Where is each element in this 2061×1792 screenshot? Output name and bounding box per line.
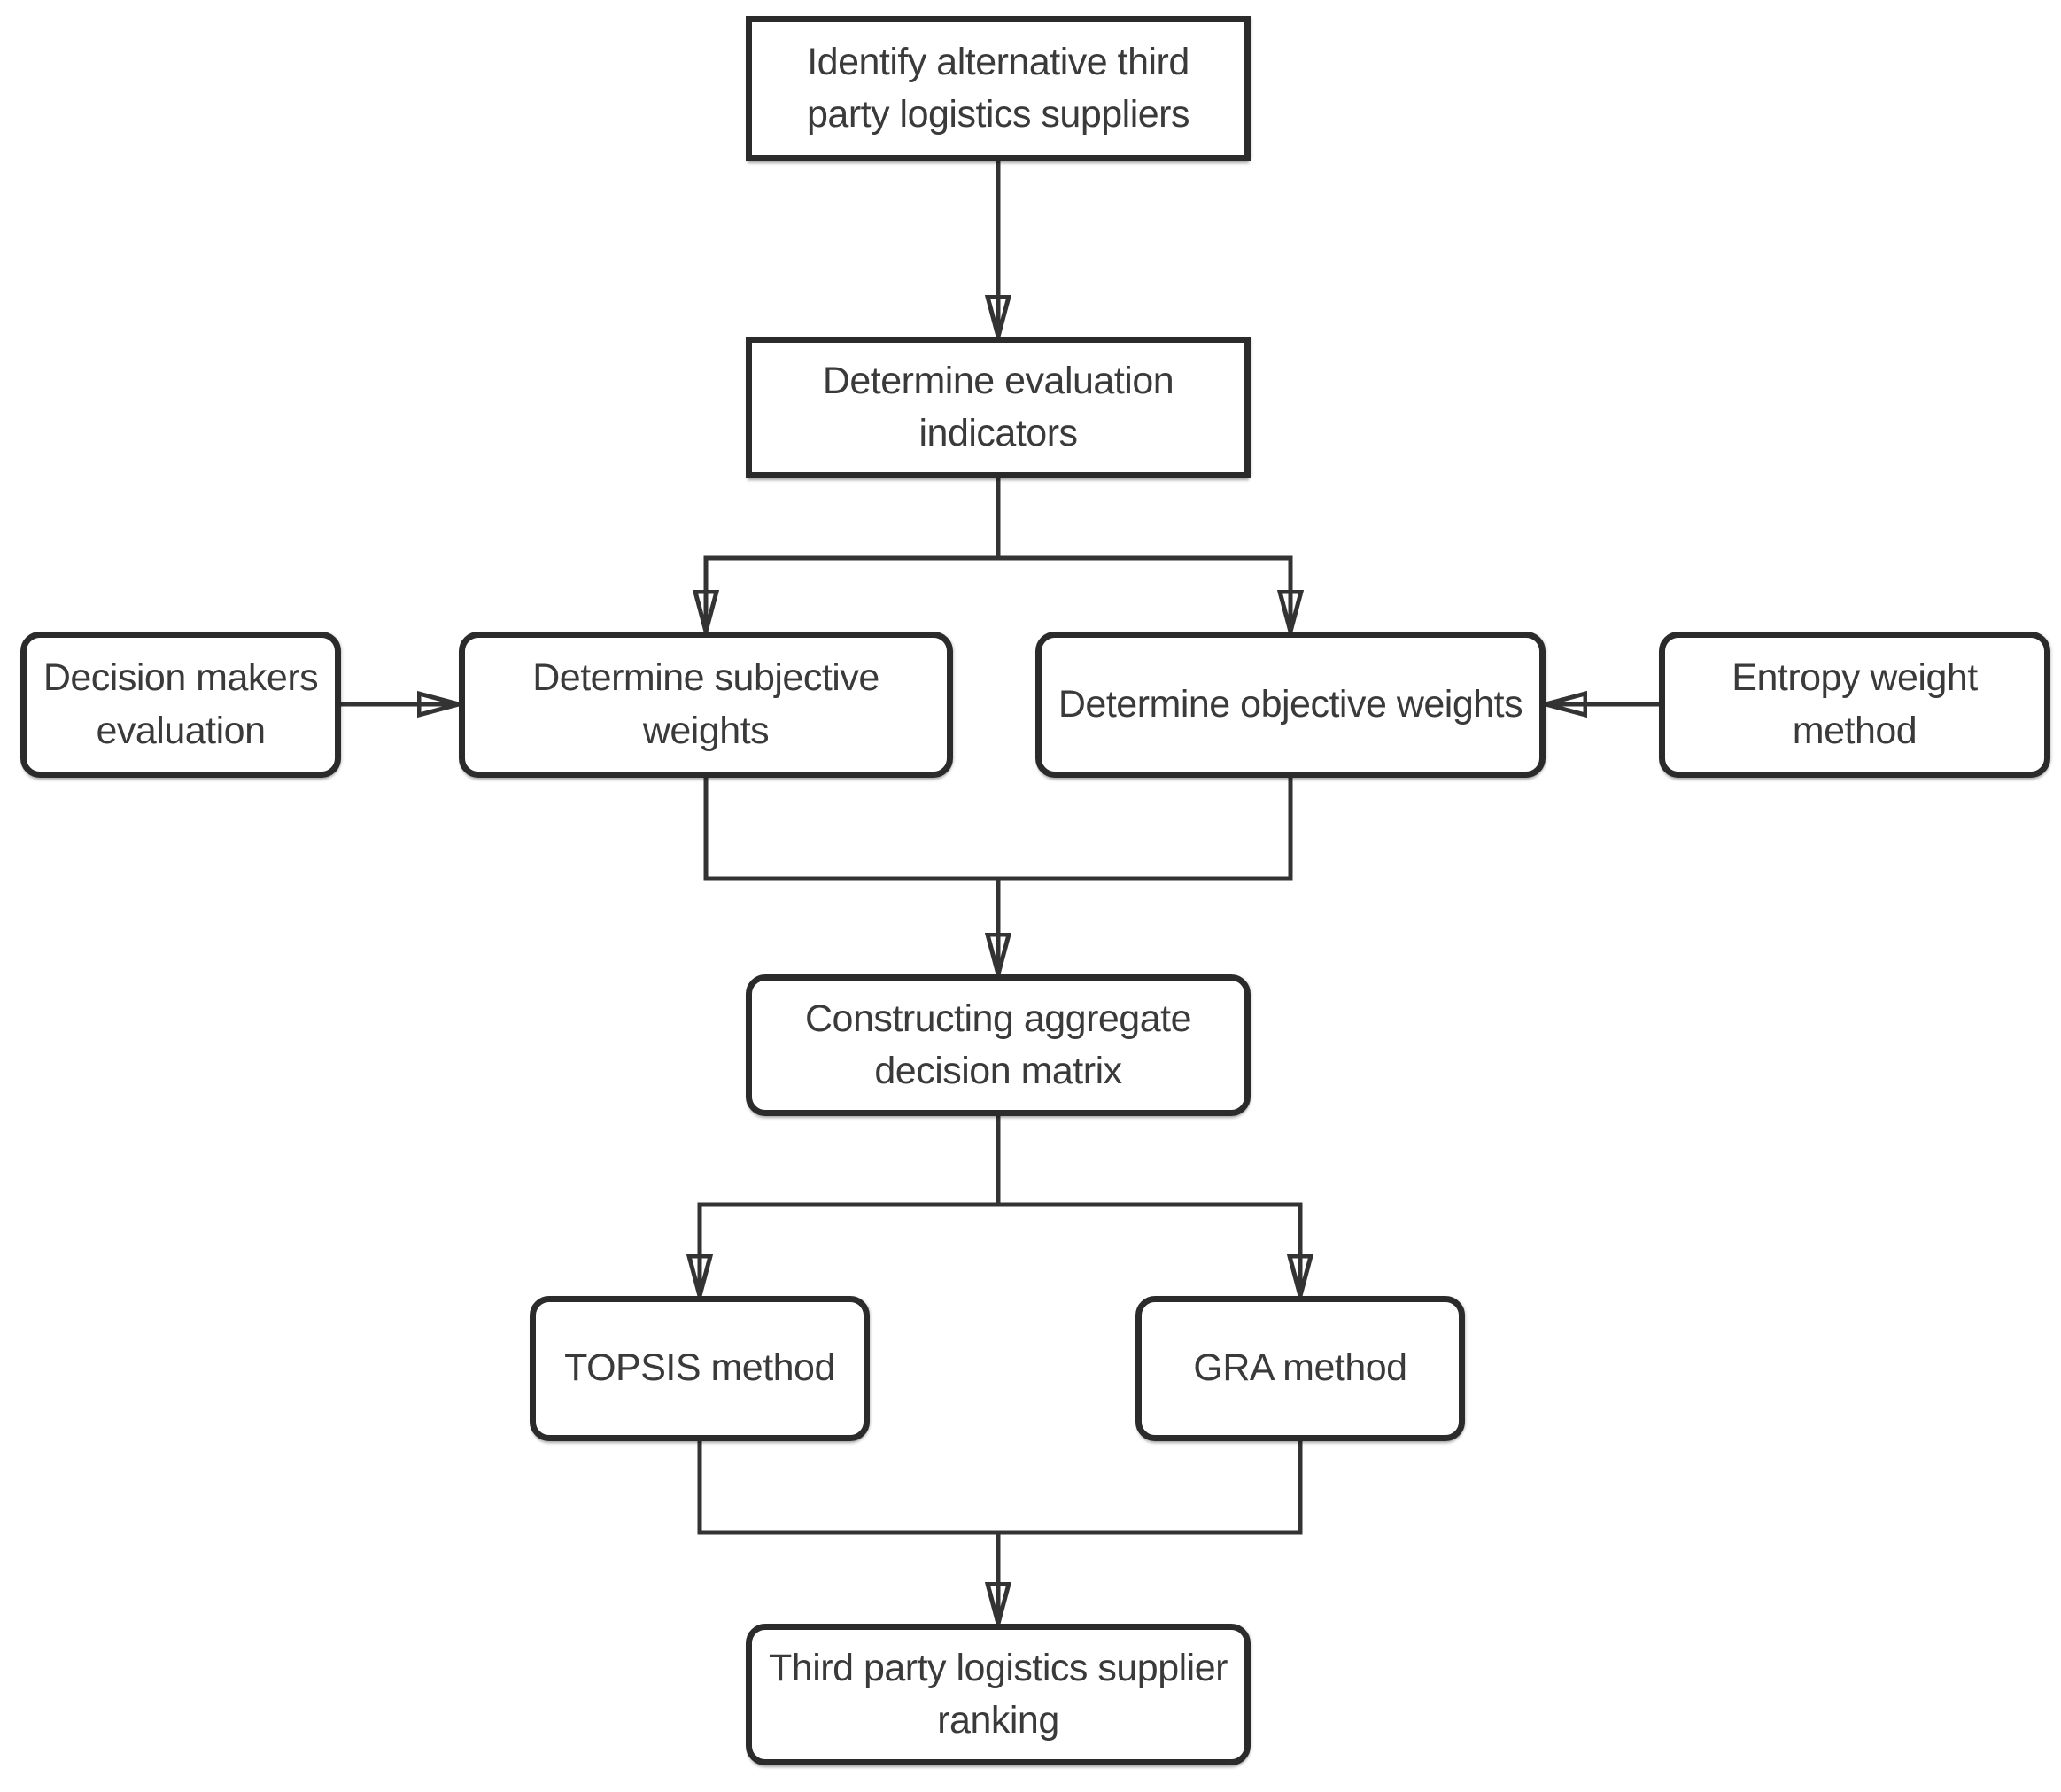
edge-branch2-right (998, 1202, 1300, 1296)
node-topsis-method-label: TOPSIS method (564, 1346, 835, 1390)
node-supplier-ranking-label: Third party logistics supplier ranking (769, 1646, 1228, 1742)
node-entropy-weight-method-label: Entropy weight method (1732, 656, 1978, 752)
edge-merge2-left (697, 1441, 998, 1535)
node-supplier-ranking: Third party logistics supplier ranking (746, 1624, 1251, 1765)
edge-merge2-right (998, 1441, 1303, 1535)
node-objective-weights-label: Determine objective weights (1058, 682, 1523, 725)
node-subjective-weights: Determine subjective weights (459, 632, 953, 778)
edge-branch1-left (706, 555, 998, 632)
edge-merge1-right (998, 778, 1293, 881)
node-aggregate-decision-matrix-label: Constructing aggregate decision matrix (804, 997, 1192, 1092)
node-entropy-weight-method: Entropy weight method (1659, 632, 2050, 778)
node-evaluation-indicators: Determine evaluation indicators (746, 337, 1251, 478)
node-gra-method: GRA method (1135, 1296, 1465, 1441)
node-objective-weights: Determine objective weights (1035, 632, 1546, 778)
node-aggregate-decision-matrix: Constructing aggregate decision matrix (746, 974, 1251, 1116)
node-subjective-weights-label: Determine subjective weights (532, 656, 879, 752)
node-gra-method-label: GRA method (1193, 1346, 1407, 1390)
edge-merge1-left (703, 778, 998, 881)
node-identify-suppliers: Identify alternative third party logisti… (746, 16, 1251, 161)
node-identify-suppliers-label: Identify alternative third party logisti… (806, 40, 1190, 136)
edge-branch2-left (700, 1202, 998, 1296)
node-decision-makers-evaluation: Decision makers evaluation (20, 632, 341, 778)
node-topsis-method: TOPSIS method (530, 1296, 870, 1441)
node-evaluation-indicators-label: Determine evaluation indicators (822, 359, 1174, 454)
edge-branch1-right (998, 555, 1290, 632)
node-decision-makers-evaluation-label: Decision makers evaluation (43, 656, 319, 752)
